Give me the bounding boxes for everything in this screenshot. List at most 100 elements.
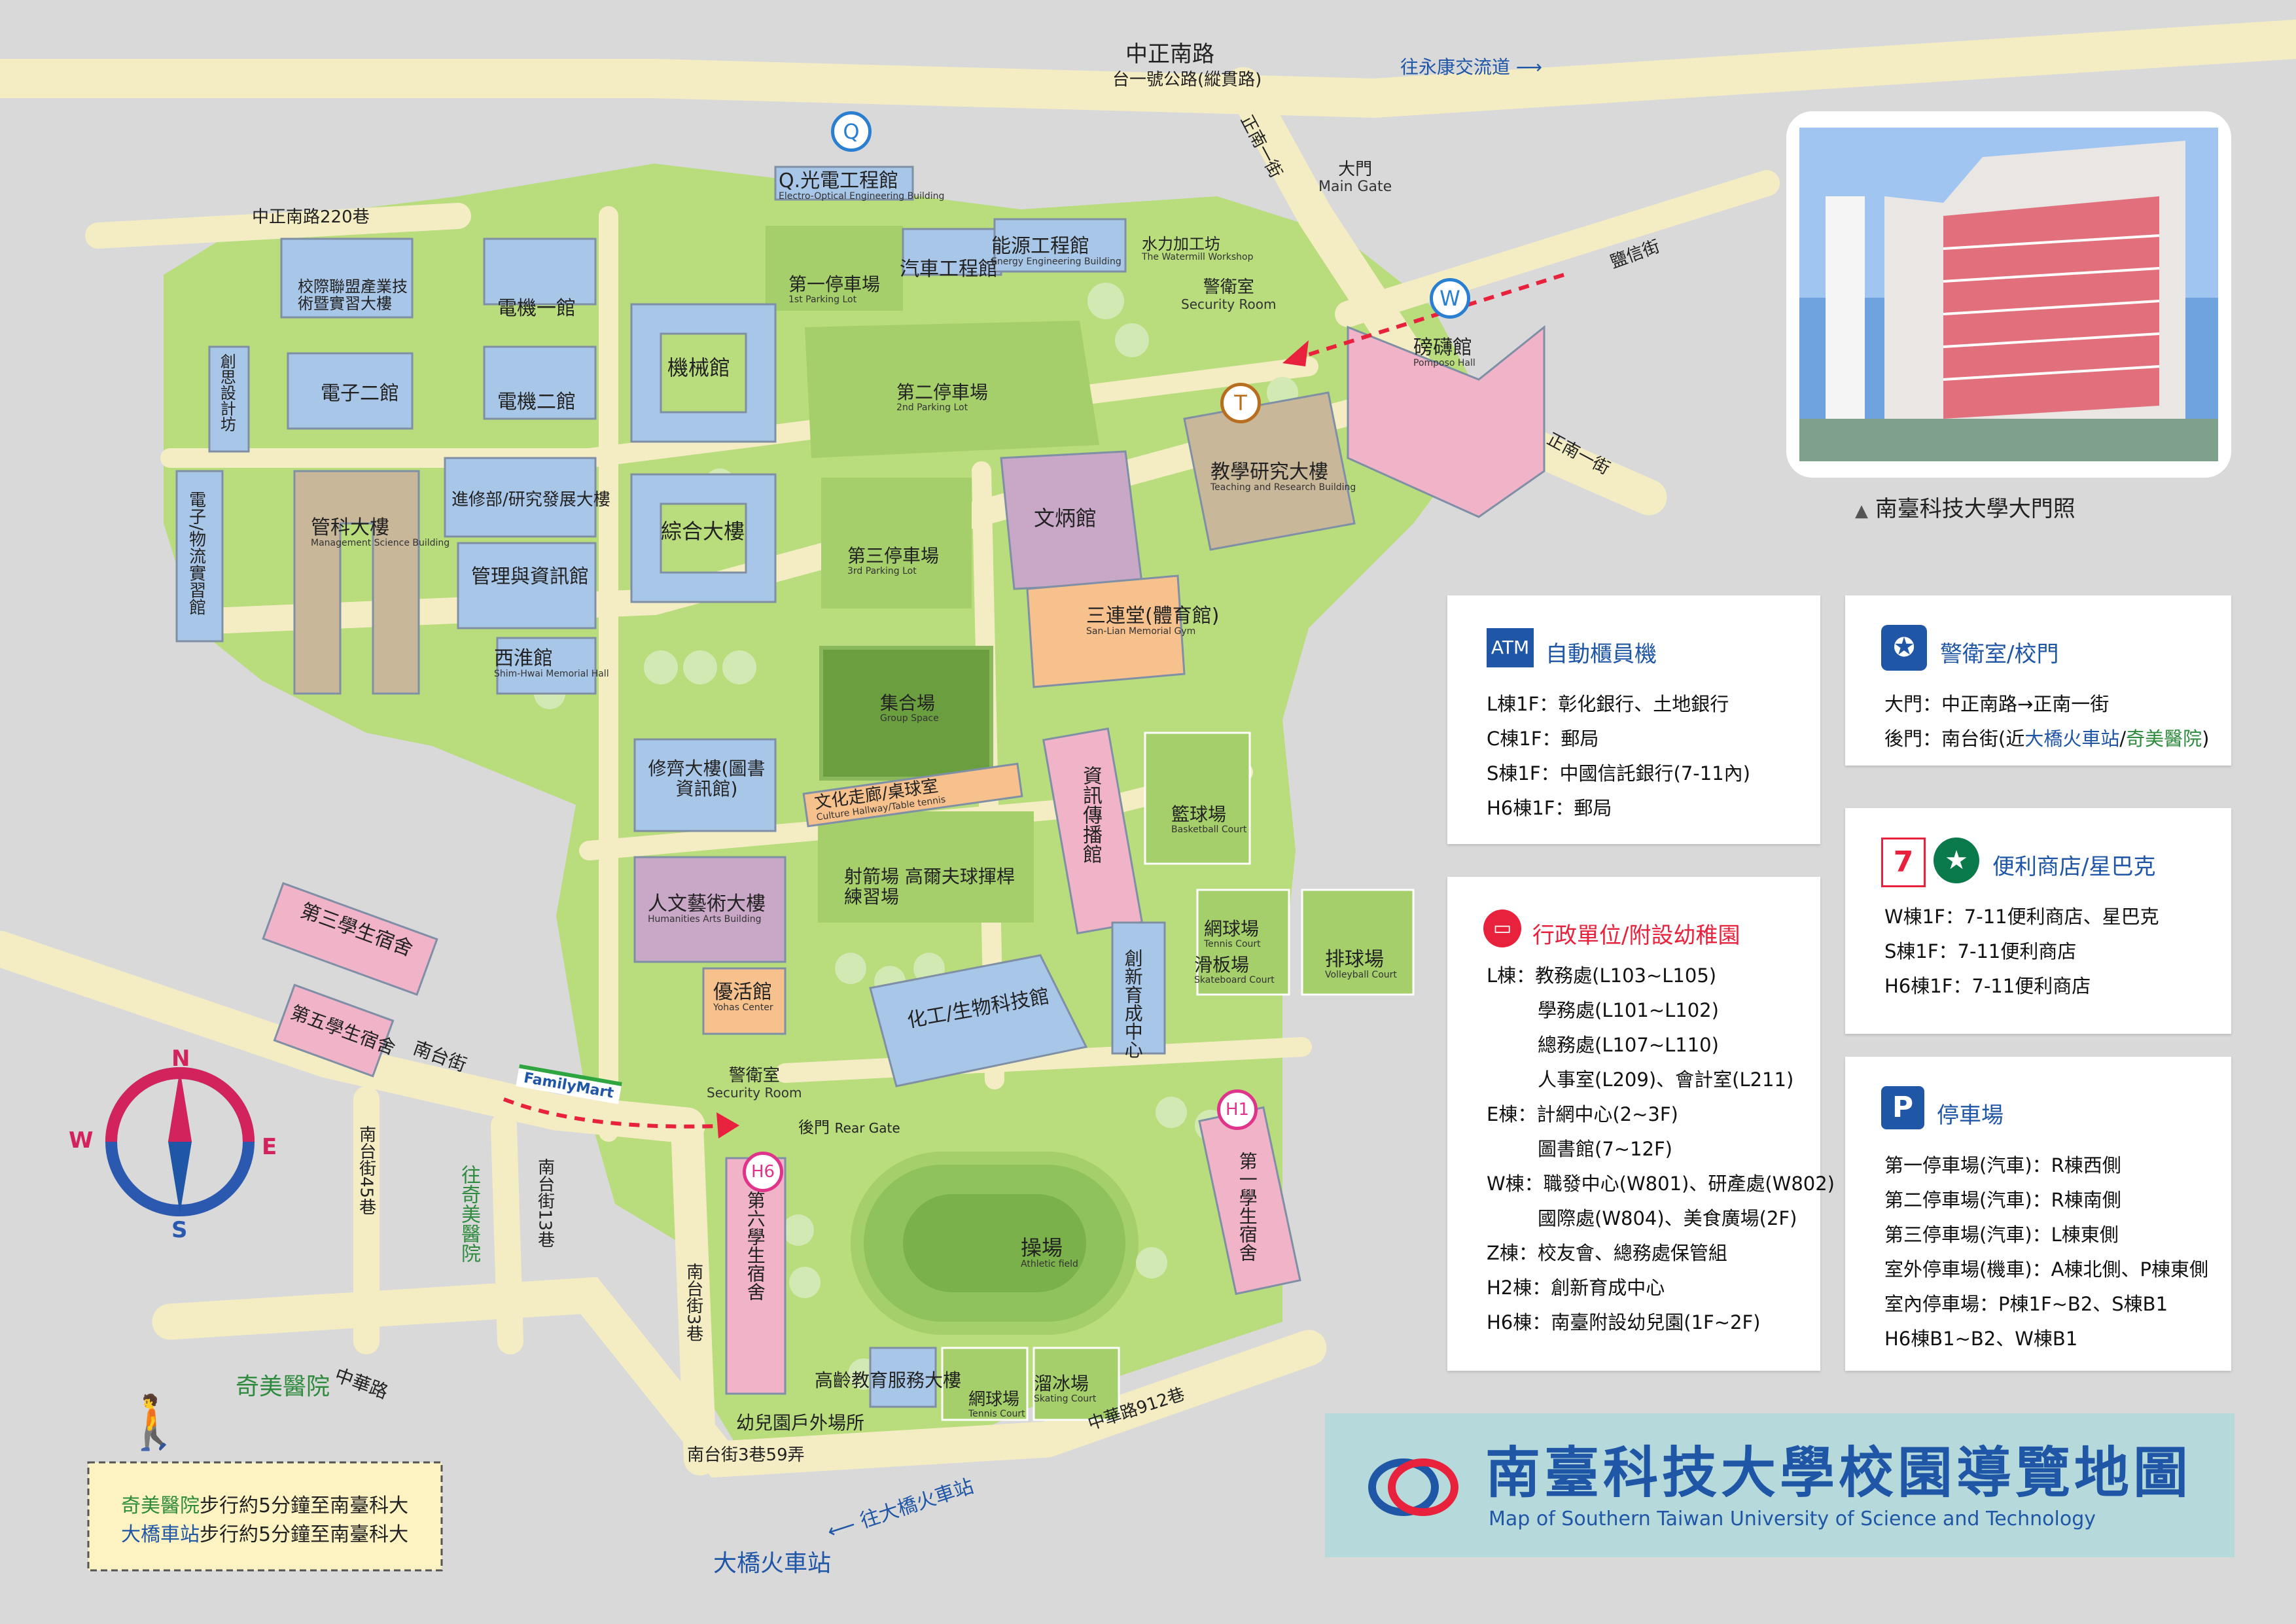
routes	[503, 273, 1564, 1129]
pin-H1: H1	[1217, 1089, 1258, 1130]
bldg-E	[633, 738, 777, 832]
area-athletic-infield	[903, 1194, 1086, 1292]
bldg-F	[1042, 727, 1144, 935]
bldg-U	[702, 967, 786, 1035]
bldg-label-R: 汽車工程館	[900, 258, 998, 281]
bldg-H3	[262, 882, 438, 996]
atm-icon: ATM	[1487, 628, 1534, 667]
title-band	[1325, 1413, 2234, 1557]
walking-note: 奇美醫院步行約5分鐘至南臺科大 大橋車站步行約5分鐘至南臺科大	[121, 1494, 409, 1546]
area-group-space	[819, 646, 993, 781]
bldg-label-elder: 高齡教育服務大樓	[815, 1369, 962, 1391]
bldg-A	[483, 238, 597, 306]
route-arrow-rear	[716, 1112, 739, 1139]
area-skating	[1033, 1347, 1120, 1421]
bldg-G	[869, 954, 1088, 1087]
walking-note-box	[87, 1461, 443, 1572]
bldg-label-H1: 第一學生宿舍	[1236, 1152, 1258, 1262]
panel-store-items: W棟1F：7-11便利商店、星巴克 S棟1F：7-11便利商店 H6棟1F：7-…	[1884, 906, 2159, 997]
bldg-label-Y: 三連堂(體育館)San-Lian Memorial Gym	[1086, 605, 1220, 637]
triangle-icon: ▲	[1855, 501, 1868, 521]
compass	[105, 1067, 255, 1216]
university-logo-icon	[1368, 1456, 1459, 1518]
road-nantai-45-label: 南台街45巷	[356, 1125, 376, 1216]
bldg-culture	[802, 762, 1023, 828]
road-inner-6	[775, 1037, 1312, 1083]
panel-parking-items: 第一停車場(汽車)：R棟西側 第二停車場(汽車)：R棟南側 第三停車場(汽車)：…	[1884, 1154, 2208, 1350]
area-label-kinder-outdoor: 幼兒園戶外場所	[736, 1412, 865, 1434]
bldg-P	[175, 470, 224, 643]
road-nantai-13-label: 南台街13巷	[535, 1158, 555, 1248]
pin-Q: Q	[831, 111, 872, 152]
bldg-V	[993, 218, 1127, 273]
panel-guard-items: 大門：中正南路→正南一街 後門：南台街(近大橋火車站/奇美醫院)	[1884, 693, 2210, 750]
road-highway1-label: 台一號公路(縱貫路)	[1112, 70, 1262, 90]
bldg-label-B: 電機二館	[497, 391, 576, 414]
bldg-Q	[774, 166, 914, 201]
bldg-label-P: 電子/物流實習館	[186, 491, 206, 616]
logo-svg	[1368, 1458, 1458, 1516]
road-zhonghua	[152, 1277, 1327, 1478]
map-title-zh: 南臺科技大學校園導覽地圖	[1485, 1441, 2193, 1505]
road-to-yongkang-label: 往永康交流道 ⟶	[1400, 56, 1543, 78]
panel-atm: ATM 自動櫃員機 L棟1F：彰化銀行、土地銀行 C棟1F：郵局 S棟1F：中國…	[1447, 595, 1820, 844]
photo-caption: ▲ 南臺科技大學大門照	[1855, 496, 2075, 522]
bldg-label-F: 資訊傳播館	[1079, 766, 1102, 864]
bldg-elder	[869, 1347, 937, 1408]
bldg-L	[630, 473, 777, 603]
dachiao-station-label: 大橋火車站	[713, 1550, 832, 1577]
photo-frame	[1786, 111, 2231, 478]
panel-store-title: 便利商店/星巴克	[1992, 854, 2156, 880]
bldg-label-I: 校際聯盟產業技術暨實習大樓	[298, 277, 408, 313]
panel-store: 7 ★ 便利商店/星巴克 W棟1F：7-11便利商店、星巴克 S棟1F：7-11…	[1845, 808, 2231, 1034]
bldg-D	[457, 542, 597, 629]
arrow-right-icon: ⟶	[1515, 56, 1543, 78]
panel-atm-items: L棟1F：彰化銀行、土地銀行 C棟1F：郵局 S棟1F：中國信託銀行(7-11內…	[1487, 693, 1750, 819]
bldg-K	[630, 303, 777, 443]
road-nantai-3-label: 南台街3巷	[683, 1263, 703, 1342]
bldg-T	[1183, 391, 1356, 551]
area-volleyball	[1301, 889, 1415, 996]
area-tennis-2	[941, 1347, 1029, 1421]
road-nantai-3-59-label: 南台街3巷59弄	[687, 1445, 805, 1465]
bldg-M	[633, 856, 786, 963]
compass-e: E	[262, 1134, 277, 1160]
bldg-label-J: 電子二館	[321, 382, 399, 405]
field-areas	[766, 226, 1415, 1421]
panel-parking: P 停車場 第一停車場(汽車)：R棟西側 第二停車場(汽車)：R棟南側 第三停車…	[1845, 1057, 2231, 1371]
bldg-label-K: 機械館	[667, 355, 731, 380]
area-2nd-parking	[805, 321, 1099, 458]
compass-n: N	[171, 1046, 190, 1072]
bldg-X	[208, 345, 250, 453]
bldg-label-A: 電機一館	[497, 297, 576, 320]
road-220-label: 中正南路220巷	[252, 207, 370, 227]
walking-person-icon: 🚶	[121, 1392, 186, 1453]
pin-H6: H6	[743, 1152, 783, 1192]
area-basketball	[1144, 732, 1251, 865]
to-chimei-label: 往奇美醫院	[457, 1165, 480, 1263]
panel-guard-title: 警衛室/校門	[1940, 641, 2059, 667]
buildings	[175, 166, 1545, 1408]
bldg-label-L: 綜合大樓	[661, 519, 745, 544]
pin-T: T	[1220, 383, 1261, 423]
road-zhongzheng	[0, 20, 2296, 118]
police-badge-icon: ✪	[1881, 625, 1927, 671]
area-1st-parking	[766, 226, 903, 311]
bldg-B	[483, 345, 597, 420]
road-nantai	[0, 930, 705, 1144]
route-rear-gate	[503, 1097, 733, 1129]
